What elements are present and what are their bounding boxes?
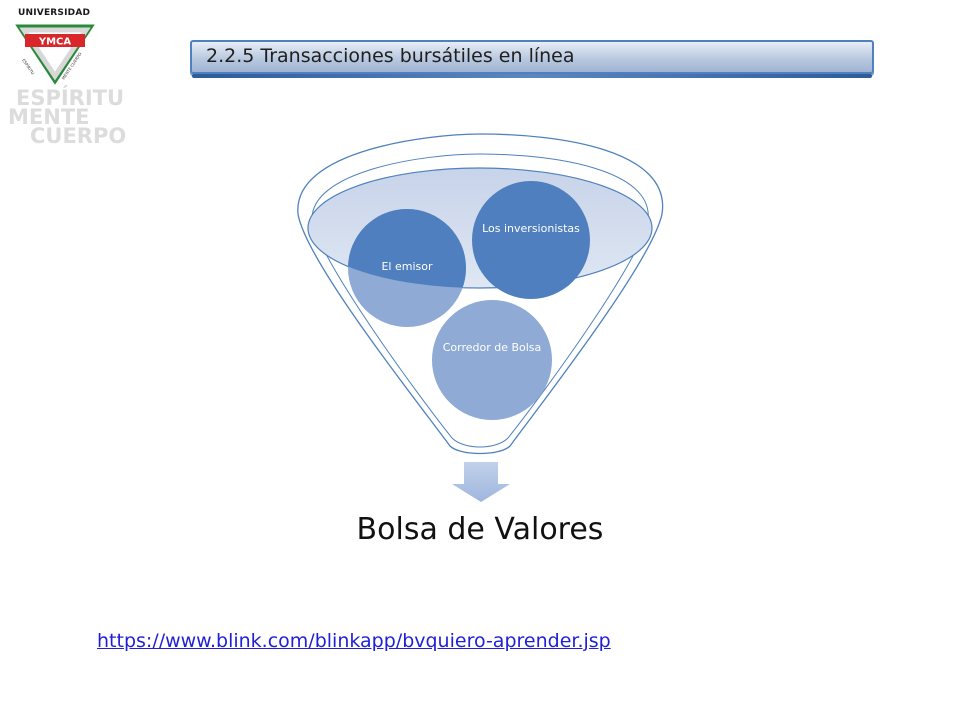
logo-university-text: UNIVERSIDAD <box>18 8 91 18</box>
funnel-inner-outline <box>311 153 649 448</box>
circle-corredor <box>432 300 552 420</box>
circle-inversionistas <box>472 181 590 299</box>
node-label-corredor: Corredor de Bolsa <box>442 341 542 354</box>
node-label-emisor: El emisor <box>381 260 433 273</box>
logo-motto-line-3: CUERPO <box>30 124 127 148</box>
result-label: Bolsa de Valores <box>356 512 604 547</box>
down-arrow-icon <box>452 462 510 502</box>
logo-motto-line-2: MENTE <box>8 105 90 129</box>
logo-badge-text: YMCA <box>38 37 72 48</box>
circle-emisor <box>348 209 466 288</box>
university-logo: UNIVERSIDAD YMCA ESPÍRITU MENTE CUERPO E… <box>6 6 126 147</box>
slide-title: 2.2.5 Transacciones bursátiles en línea <box>206 45 575 67</box>
source-link[interactable]: https://www.blink.com/blinkapp/bvquiero-… <box>97 630 611 652</box>
logo-motto-line-1: ESPÍRITU <box>16 86 125 110</box>
ymca-triangle-icon: YMCA ESPÍRITU MENTE CUERPO <box>15 24 95 85</box>
slide-title-banner: 2.2.5 Transacciones bursátiles en línea <box>190 40 874 78</box>
node-label-inversionistas: Los inversionistas <box>482 222 580 235</box>
